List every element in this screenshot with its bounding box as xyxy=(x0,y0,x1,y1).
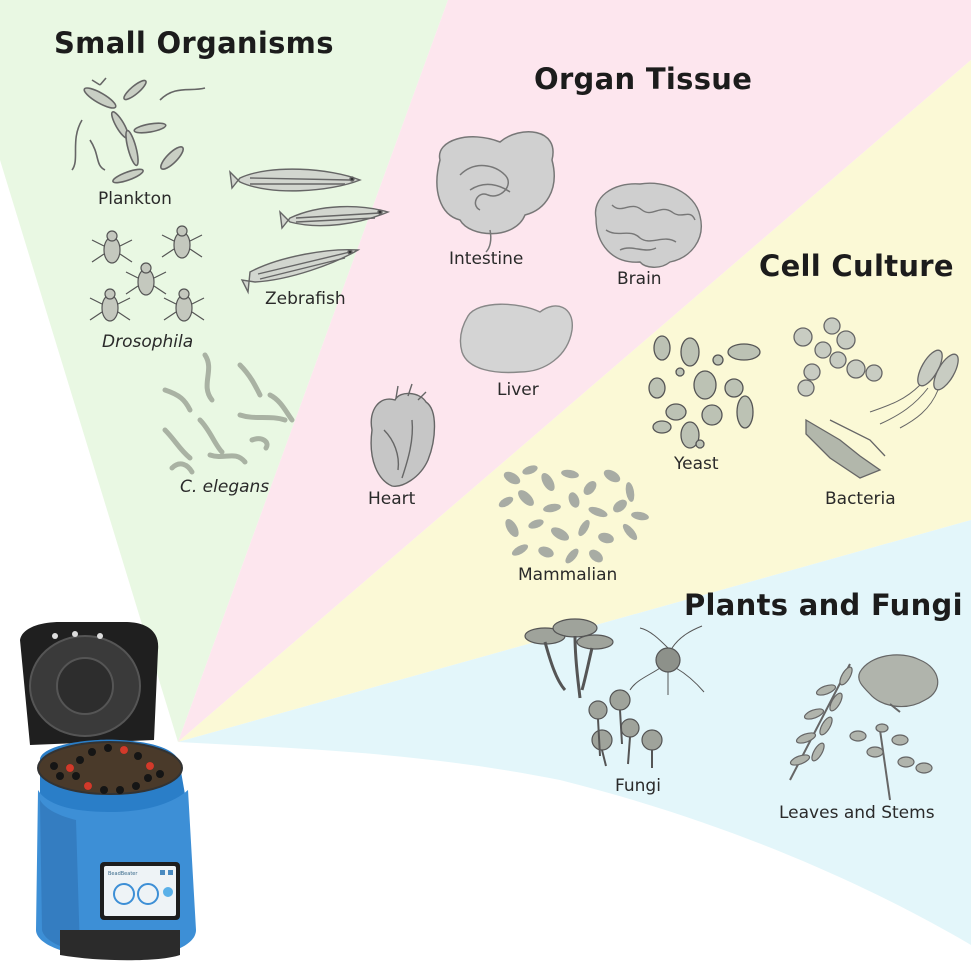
wedge-organ-tissue xyxy=(178,0,971,742)
label-drosophila: Drosophila xyxy=(102,332,194,352)
label-fungi: Fungi xyxy=(615,776,661,796)
label-liver: Liver xyxy=(497,380,539,400)
label-plankton: Plankton xyxy=(98,189,172,209)
section-title-organ-tissue: Organ Tissue xyxy=(534,62,753,96)
homogenizer-device xyxy=(20,622,196,961)
wedge-cell-culture xyxy=(178,60,971,742)
label-zebrafish: Zebrafish xyxy=(265,289,346,309)
label-mammalian: Mammalian xyxy=(518,565,618,585)
label-yeast: Yeast xyxy=(674,454,719,474)
liver-illustration xyxy=(459,303,573,374)
label-intestine: Intestine xyxy=(449,249,524,269)
bacteria-illustration xyxy=(793,317,959,479)
yeast-illustration xyxy=(648,335,761,449)
brain-illustration xyxy=(594,182,702,268)
section-title-cell-culture: Cell Culture xyxy=(759,249,954,283)
label-brain: Brain xyxy=(617,269,662,289)
plankton-illustration xyxy=(71,77,206,184)
section-title-small-organisms: Small Organisms xyxy=(54,26,334,60)
heart-illustration xyxy=(370,383,436,487)
c-elegans-illustration xyxy=(162,352,295,475)
drosophila-illustration xyxy=(89,225,205,322)
label-heart: Heart xyxy=(368,489,416,509)
device-gauge-right-icon xyxy=(137,883,159,905)
label-leaves-stems: Leaves and Stems xyxy=(779,803,935,823)
wedge-plants-fungi xyxy=(178,520,971,945)
device-brand-text: BeadBeater xyxy=(108,871,138,877)
fungi-illustration xyxy=(524,618,705,768)
section-title-plants-fungi: Plants and Fungi xyxy=(684,588,963,622)
label-c-elegans: C. elegans xyxy=(180,477,270,497)
device-gauge-left-icon xyxy=(113,883,135,905)
zebrafish-illustration xyxy=(229,168,391,295)
mammalian-illustration xyxy=(498,465,649,564)
device-status-indicator-2 xyxy=(168,870,173,875)
device-status-indicator-1 xyxy=(160,870,165,875)
intestine-illustration xyxy=(436,131,555,253)
leaves-stems-illustration xyxy=(789,654,939,801)
label-bacteria: Bacteria xyxy=(825,489,896,509)
device-play-button[interactable] xyxy=(163,887,173,897)
